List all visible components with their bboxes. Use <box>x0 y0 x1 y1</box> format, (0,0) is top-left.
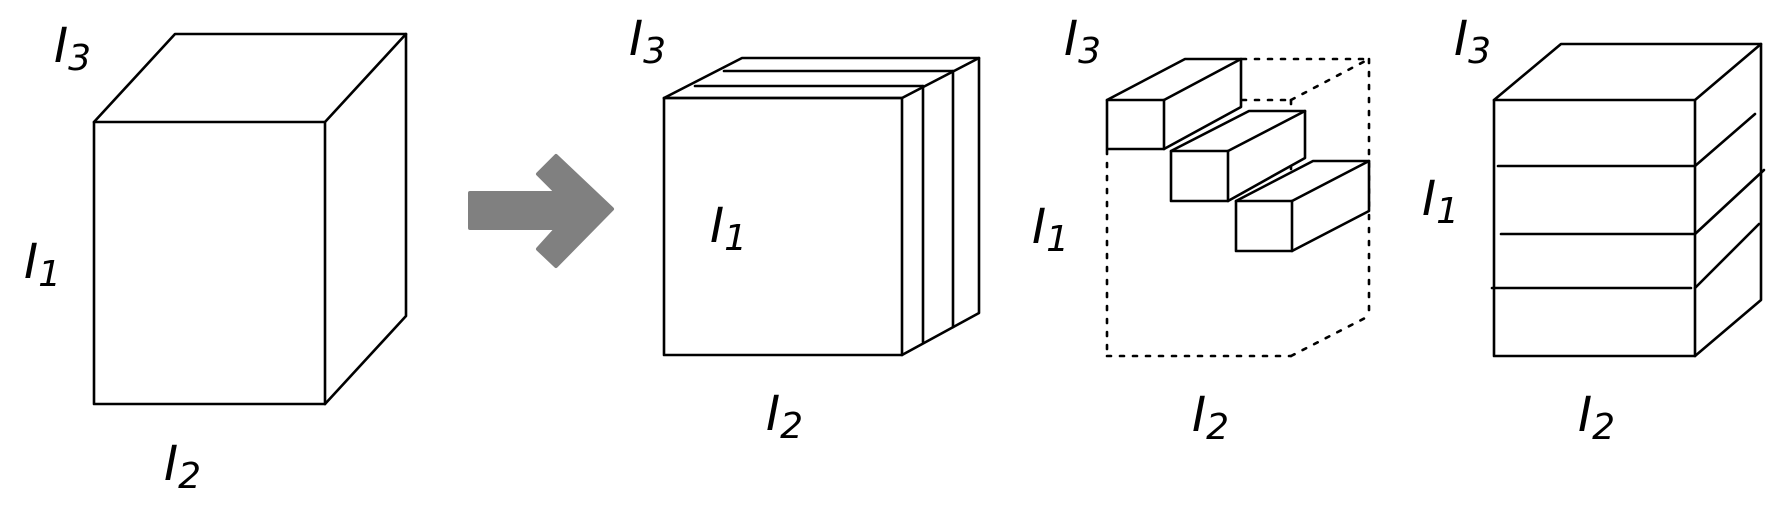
label-i3: I3 <box>54 18 91 79</box>
label-i3: I3 <box>1064 11 1101 72</box>
panel-frontal-slices: I3 I1 I2 <box>629 11 981 447</box>
panel-fibers: I3 I1 I2 <box>1032 11 1371 448</box>
label-i2: I2 <box>164 436 201 497</box>
arrow-right-icon <box>468 154 614 268</box>
label-i2: I2 <box>766 386 803 447</box>
label-i1: I1 <box>1032 199 1069 260</box>
horizontal-slice-cube <box>1490 42 1766 358</box>
slice-stack <box>662 56 981 357</box>
label-i2: I2 <box>1578 387 1615 448</box>
label-i3: I3 <box>629 11 666 72</box>
panel-horizontal-slices: I3 I1 I2 <box>1422 11 1766 448</box>
label-i3: I3 <box>1454 11 1491 72</box>
label-i1: I1 <box>710 198 747 259</box>
tensor-cube <box>92 32 408 406</box>
label-i1: I1 <box>1422 171 1459 232</box>
fiber-2 <box>1169 109 1307 203</box>
label-i2: I2 <box>1192 387 1229 448</box>
panel-tensor: I3 I1 I2 <box>24 18 408 497</box>
label-i1: I1 <box>24 234 61 295</box>
fiber-1 <box>1105 57 1243 151</box>
fiber-3 <box>1234 159 1371 253</box>
